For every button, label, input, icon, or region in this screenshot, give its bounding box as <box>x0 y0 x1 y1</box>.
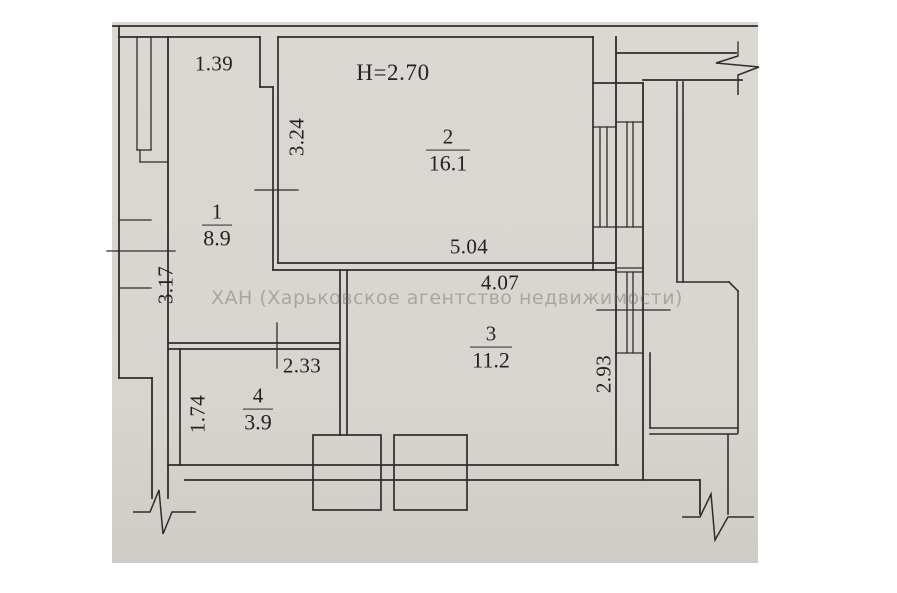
room-label-3: 3 11.2 <box>470 321 512 373</box>
room-3-area: 11.2 <box>472 347 510 373</box>
agency-watermark: ХАН (Харьковское агентство недвижимости) <box>211 287 683 309</box>
room-4-rule <box>243 408 273 410</box>
dim-label-room2-depth: 3.24 <box>284 117 309 157</box>
room-label-1: 1 8.9 <box>202 199 232 251</box>
dim-label-left-window: 3.17 <box>153 265 178 305</box>
dim-label-niche-width: 1.39 <box>194 51 234 76</box>
dim-label-right-window: 2.93 <box>591 354 616 394</box>
interior-walls <box>167 36 617 466</box>
pillar-blocks <box>312 434 468 511</box>
break-symbols <box>133 55 760 543</box>
room-4-number: 4 <box>252 383 264 408</box>
scanned-paper <box>112 22 758 563</box>
exterior-walls <box>112 25 758 515</box>
room-label-4: 4 3.9 <box>243 383 273 435</box>
room-2-number: 2 <box>442 124 454 149</box>
room-4-area: 3.9 <box>244 409 272 435</box>
dim-label-room3-width: 4.07 <box>480 270 520 295</box>
room-label-2: 2 16.1 <box>426 124 470 176</box>
room-1-rule <box>202 224 232 226</box>
dim-label-room2-width: 5.04 <box>449 234 489 259</box>
room-3-number: 3 <box>485 321 497 346</box>
dim-label-room4-depth: 1.74 <box>185 394 210 434</box>
room-1-number: 1 <box>211 199 223 224</box>
room-1-area: 8.9 <box>203 225 231 251</box>
dim-label-room4-width: 2.33 <box>282 353 322 378</box>
room-2-rule <box>426 149 470 151</box>
room-2-area: 16.1 <box>428 150 468 176</box>
balcony-outline <box>649 81 740 515</box>
window-glazing <box>118 36 644 354</box>
ceiling-height-label: H=2.70 <box>356 60 430 85</box>
dimension-ticks <box>106 41 739 369</box>
room-3-rule <box>470 346 512 348</box>
